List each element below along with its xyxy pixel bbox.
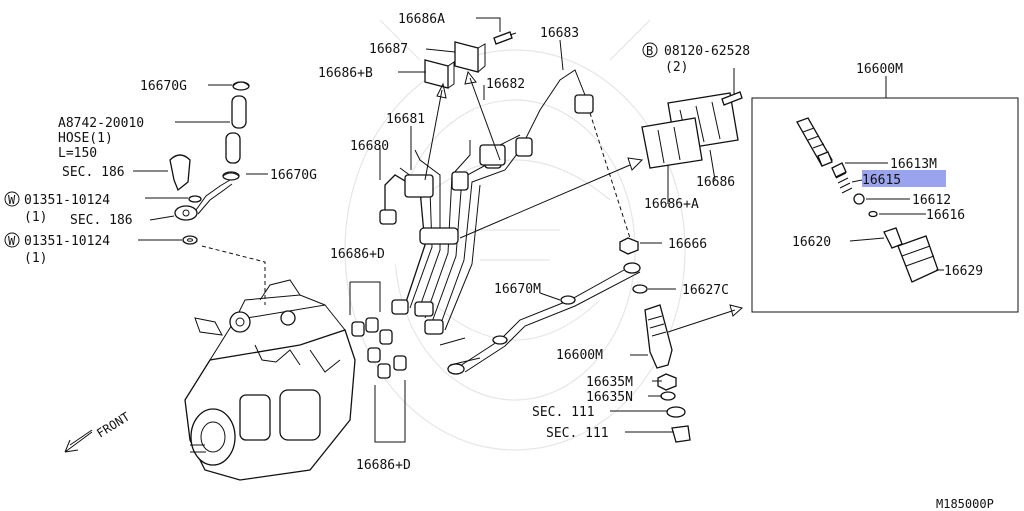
washer-2 <box>182 235 198 245</box>
label-16600m: 16600M <box>556 348 603 363</box>
label-washer-1-qty: (1) <box>24 210 47 225</box>
callout-arrows <box>424 70 744 333</box>
label-16627c: 16627C <box>682 283 729 298</box>
label-01351-10124-a: 01351-10124 <box>24 193 110 208</box>
label-08120-62528: 08120-62528 <box>664 44 750 59</box>
clip-16670g-top <box>232 81 250 91</box>
nut-16666 <box>619 237 639 255</box>
front-arrow: FRONT <box>64 410 132 453</box>
washer-1 <box>188 195 202 203</box>
label-16670m: 16670M <box>494 282 541 297</box>
label-16616: 16616 <box>926 208 965 223</box>
label-16635n: 16635N <box>586 390 633 405</box>
label-16670g-top: 16670G <box>140 79 187 94</box>
label-hose-length: L=150 <box>58 146 97 161</box>
label-08120-marker: B <box>646 44 653 58</box>
label-16666: 16666 <box>668 237 707 252</box>
clamp-16687 <box>454 41 486 73</box>
label-16686-d-bottom: 16686+D <box>356 458 411 473</box>
clip-16670g-mid <box>222 171 240 181</box>
label-16682: 16682 <box>486 77 525 92</box>
label-hose-qty: HOSE(1) <box>58 131 113 146</box>
label-16686: 16686 <box>696 175 735 190</box>
label-washer-2-group: W 01351-10124 (1) <box>4 232 110 266</box>
label-16683: 16683 <box>540 26 579 41</box>
bolts-16686-d <box>349 281 407 443</box>
label-sec111-a: SEC. 111 <box>532 405 595 420</box>
label-16670g-mid: 16670G <box>270 168 317 183</box>
label-08120-qty: (2) <box>665 60 688 75</box>
labels: 16686A 16687 16686+B 16683 16682 16681 1… <box>4 12 994 511</box>
bolt-16686a <box>493 31 517 45</box>
label-sec186-b: SEC. 186 <box>70 213 133 228</box>
highlight-16615 <box>862 170 946 187</box>
label-01351-10124-b: 01351-10124 <box>24 234 110 249</box>
label-16600m-box: 16600M <box>856 62 903 77</box>
label-16680: 16680 <box>350 139 389 154</box>
clamp-16686-b <box>424 59 455 89</box>
return-pipe-16670m <box>447 262 641 375</box>
label-16635m: 16635M <box>586 375 633 390</box>
hose-part <box>225 95 247 164</box>
nozzle-detail-box <box>751 76 1019 313</box>
label-16629: 16629 <box>944 264 983 279</box>
label-washer-1-group: W 01351-10124 (1) <box>4 191 110 225</box>
sec186-pipe <box>174 179 233 221</box>
label-16615: 16615 <box>862 173 901 188</box>
sec186-bracket <box>169 154 191 192</box>
front-label: FRONT <box>94 410 132 441</box>
label-sec186-a: SEC. 186 <box>62 165 125 180</box>
label-16612: 16612 <box>912 193 951 208</box>
label-16686-b: 16686+B <box>318 66 373 81</box>
washer-16627c <box>632 284 648 294</box>
nozzle-16600m <box>644 304 673 369</box>
injection-pump <box>184 279 356 481</box>
label-16613m: 16613M <box>890 157 937 172</box>
diagram-id: M185000P <box>936 497 994 511</box>
label-08120-62528-group: B 08120-62528 (2) <box>642 42 750 75</box>
label-washer-2-qty: (1) <box>24 251 47 266</box>
label-16686-d-top: 16686+D <box>330 247 385 262</box>
label-washer-2-marker: W <box>8 234 16 248</box>
label-16681: 16681 <box>386 112 425 127</box>
label-sec111-b: SEC. 111 <box>546 426 609 441</box>
clamp-16686-a <box>641 117 703 169</box>
label-16687: 16687 <box>369 42 408 57</box>
injection-tubes <box>379 69 594 366</box>
label-16686a: 16686A <box>398 12 445 27</box>
label-washer-1-marker: W <box>8 193 16 207</box>
washers-16635 <box>657 373 691 443</box>
label-16620: 16620 <box>792 235 831 250</box>
label-a8742-20010: A8742-20010 <box>58 116 144 131</box>
label-16686-a: 16686+A <box>644 197 699 212</box>
